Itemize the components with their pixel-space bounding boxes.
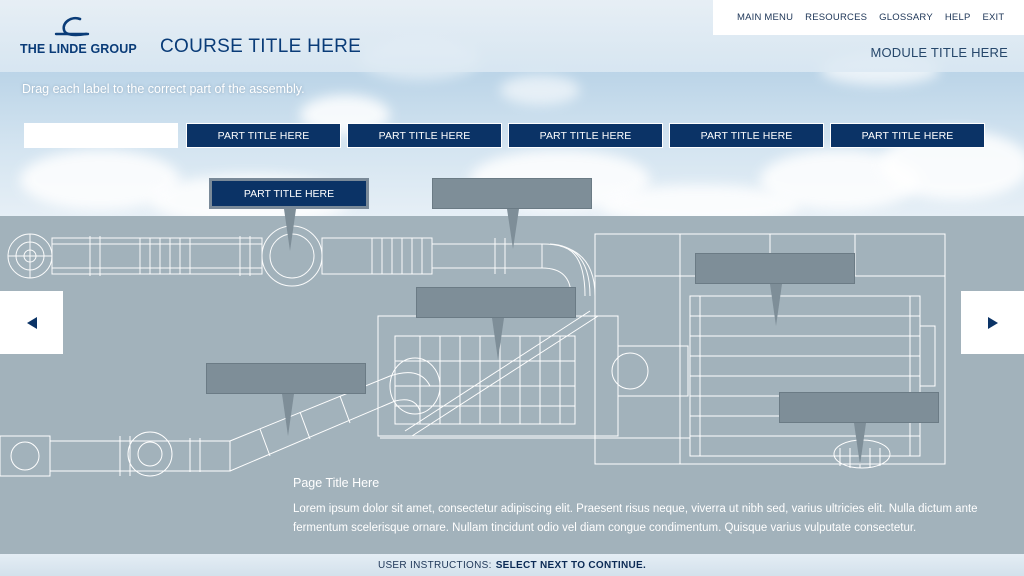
draggable-label[interactable]: PART TITLE HERE bbox=[186, 123, 341, 148]
footer-instruction-action: SELECT NEXT TO CONTINUE. bbox=[495, 559, 647, 571]
callout-pointer bbox=[507, 209, 519, 249]
next-button[interactable] bbox=[961, 291, 1024, 354]
callout-pointer bbox=[284, 209, 296, 251]
top-navigation: MAIN MENU RESOURCES GLOSSARY HELP EXIT bbox=[713, 0, 1024, 35]
drop-target-callout[interactable] bbox=[432, 178, 592, 209]
triangle-right-icon bbox=[987, 316, 998, 329]
brand-logo: THE LINDE GROUP bbox=[20, 16, 137, 58]
nav-resources[interactable]: RESOURCES bbox=[805, 12, 868, 23]
nav-exit[interactable]: EXIT bbox=[982, 12, 1005, 23]
linde-logo-mark-icon bbox=[54, 16, 90, 37]
draggable-label[interactable]: PART TITLE HERE bbox=[669, 123, 824, 148]
label-bank-empty-slot[interactable] bbox=[24, 123, 178, 148]
callout-pointer bbox=[770, 284, 782, 326]
drop-target-callout[interactable] bbox=[779, 392, 939, 423]
header-bar: THE LINDE GROUP COURSE TITLE HERE MODULE… bbox=[0, 0, 1024, 72]
page-title: Page Title Here bbox=[293, 476, 380, 490]
drop-target-callout[interactable] bbox=[695, 253, 855, 284]
motor-assembly bbox=[689, 295, 936, 469]
nav-main-menu[interactable]: MAIN MENU bbox=[737, 12, 794, 35]
course-title: COURSE TITLE HERE bbox=[160, 36, 362, 57]
nav-glossary[interactable]: GLOSSARY bbox=[879, 12, 933, 23]
draggable-label[interactable]: PART TITLE HERE bbox=[830, 123, 985, 148]
draggable-label[interactable]: PART TITLE HERE bbox=[508, 123, 663, 148]
compressor-assembly bbox=[377, 310, 690, 439]
callout-pointer bbox=[282, 394, 294, 436]
draggable-label[interactable]: PART TITLE HERE bbox=[347, 123, 502, 148]
drop-target-callout[interactable] bbox=[206, 363, 366, 394]
instruction-text: Drag each label to the correct part of t… bbox=[22, 82, 305, 96]
callout-pointer bbox=[492, 318, 504, 360]
brand-name: THE LINDE GROUP bbox=[20, 42, 137, 56]
body-text: Lorem ipsum dolor sit amet, consectetur … bbox=[293, 503, 978, 534]
previous-button[interactable] bbox=[0, 291, 63, 354]
module-title: MODULE TITLE HERE bbox=[870, 45, 1008, 60]
nav-help[interactable]: HELP bbox=[944, 12, 971, 23]
footer-bar: USER INSTRUCTIONS: SELECT NEXT TO CONTIN… bbox=[0, 554, 1024, 576]
footer-instruction-prefix: USER INSTRUCTIONS: bbox=[377, 559, 492, 571]
triangle-left-icon bbox=[26, 316, 37, 329]
bottom-pipe-assembly bbox=[0, 357, 441, 477]
placed-label[interactable]: PART TITLE HERE bbox=[209, 178, 369, 209]
drop-target-callout[interactable] bbox=[416, 287, 576, 318]
callout-pointer bbox=[854, 423, 866, 465]
